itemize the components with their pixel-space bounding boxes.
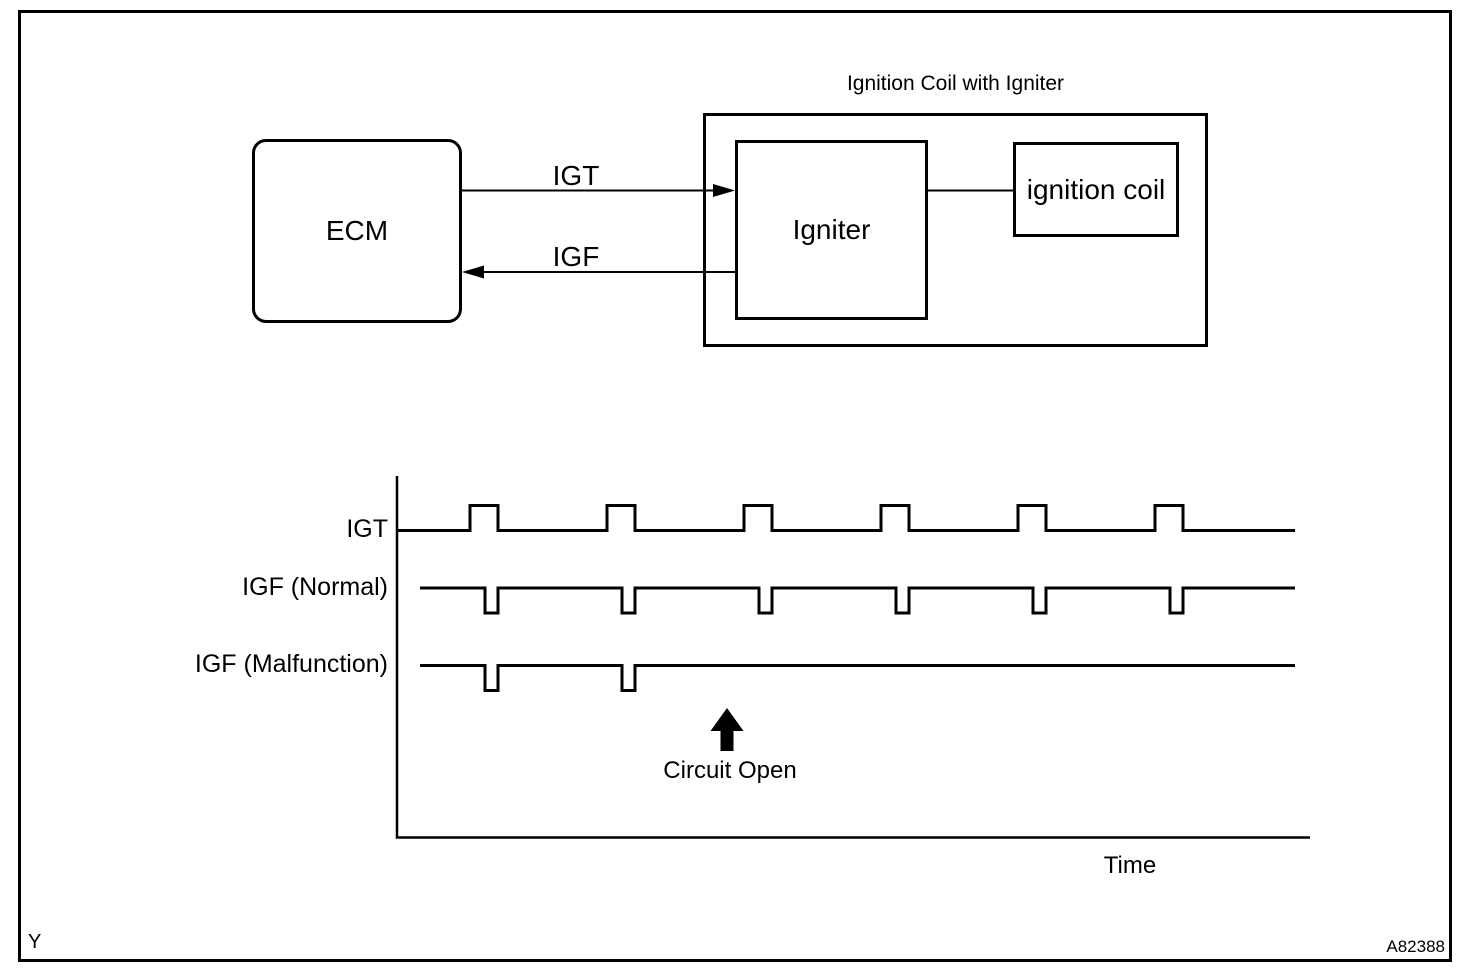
igt-signal-label: IGT bbox=[552, 160, 600, 191]
assembly-title: Ignition Coil with Igniter bbox=[846, 72, 1065, 95]
waveform-label-igf-malfunction: IGF (Malfunction) bbox=[194, 650, 388, 678]
circuit-open-annotation: Circuit Open bbox=[663, 757, 797, 784]
igniter-label: Igniter bbox=[792, 214, 871, 245]
ecm-label: ECM bbox=[325, 215, 389, 246]
figure-code: A82388 bbox=[1386, 937, 1445, 956]
igf-signal-label: IGF bbox=[552, 241, 600, 272]
ignition-coil-box: ignition coil bbox=[1013, 142, 1179, 237]
ignition-coil-label: ignition coil bbox=[1026, 173, 1166, 205]
waveform-label-igt: IGT bbox=[346, 515, 388, 543]
corner-mark: Y bbox=[28, 931, 42, 953]
time-axis-label: Time bbox=[1103, 852, 1157, 879]
waveform-label-igf-normal: IGF (Normal) bbox=[242, 573, 388, 601]
igniter-box: Igniter bbox=[735, 140, 928, 320]
ecm-box: ECM bbox=[252, 139, 462, 323]
